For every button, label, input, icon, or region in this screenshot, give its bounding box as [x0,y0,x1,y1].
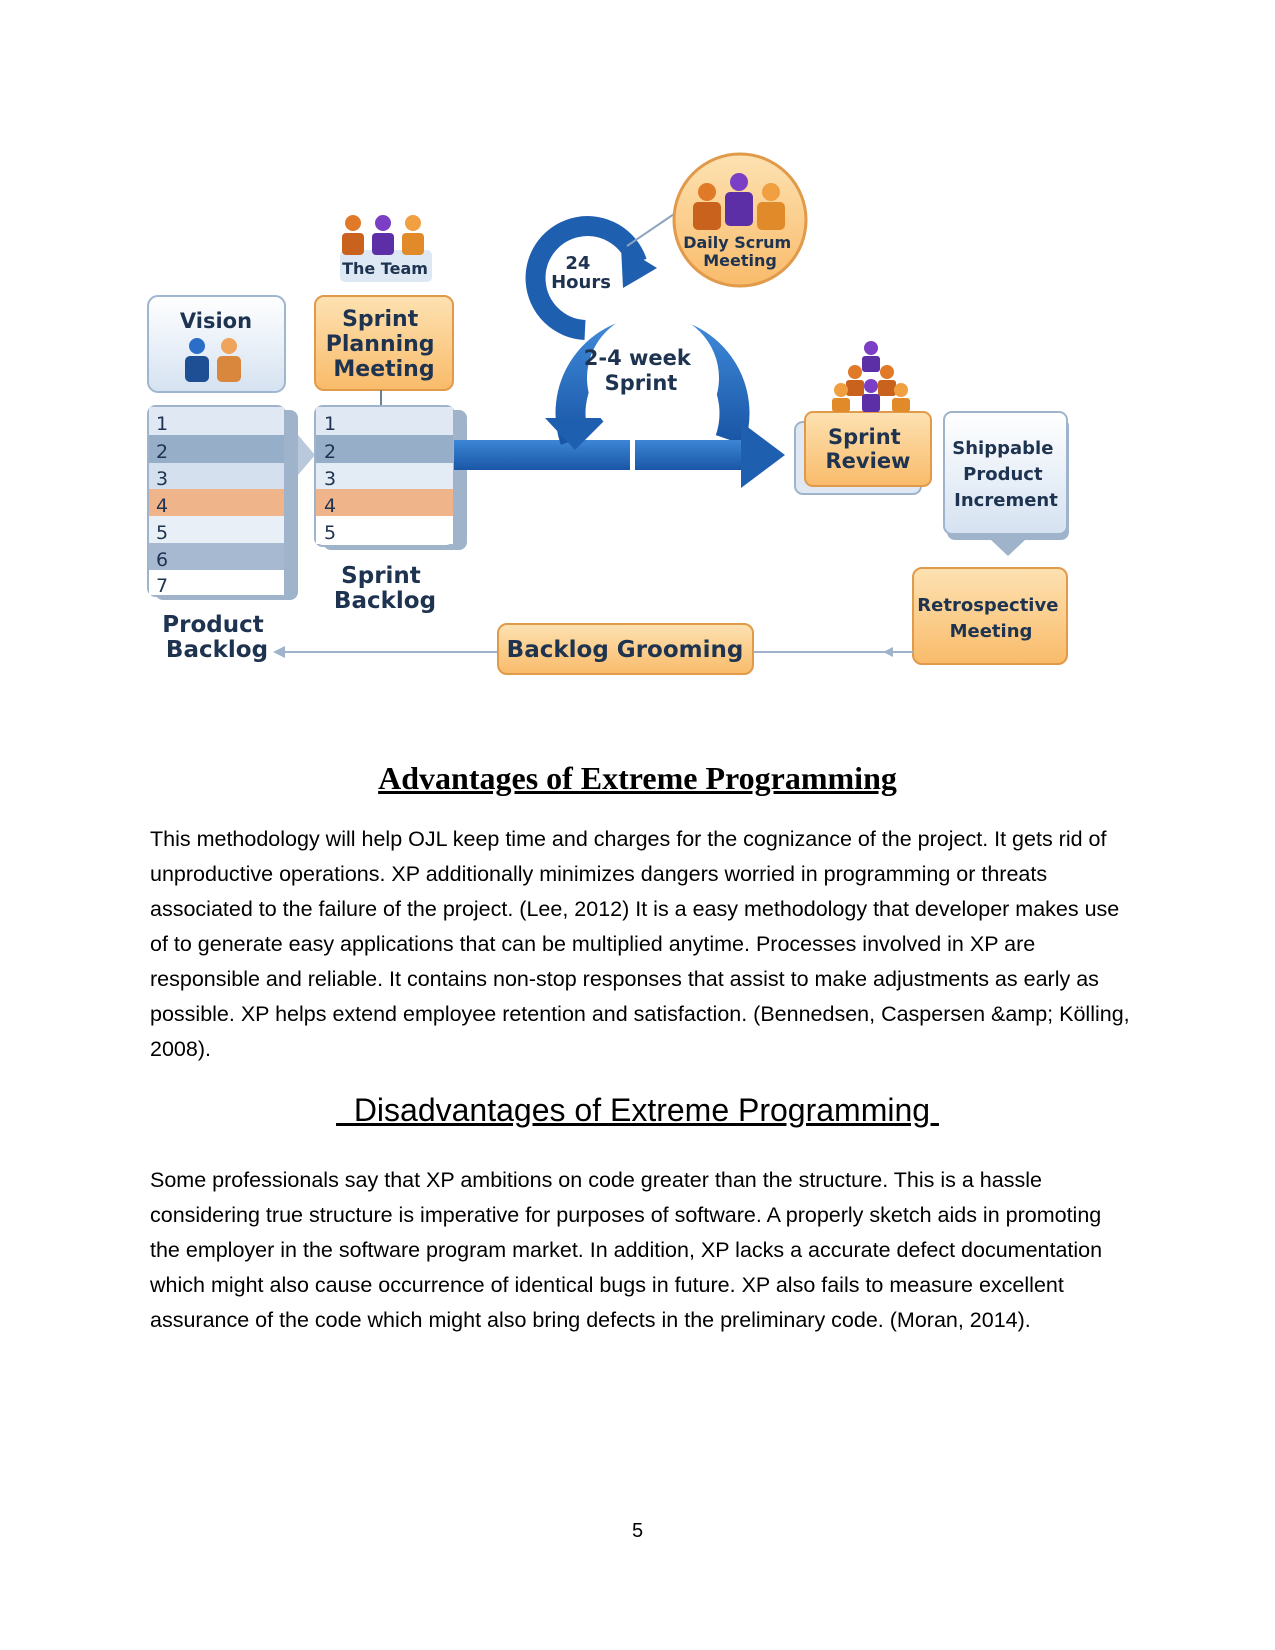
daily-scrum-line1: Daily Scrum [683,233,791,252]
svg-text:24 Hours: 24 Hours [551,253,611,293]
daily-loop-arrow [525,216,657,340]
vision-people-icon [185,338,241,382]
svg-text:2-4 week Sprint: 2-4 week Sprint [584,346,698,395]
sprint-review-box [794,341,932,495]
disadvantages-heading-text: Disadvantages of Extreme Programming [336,1092,939,1128]
sprint-backlog-line1: Sprint [341,563,421,589]
page-number: 5 [631,1520,644,1542]
shippable-product-box [943,411,1069,556]
sprint-planning-line2: Planning [326,332,435,357]
retrospective-line1: Retrospective [917,595,1058,616]
vision-label: Vision [180,309,252,333]
backlog-grooming-label: Backlog Grooming [507,637,744,663]
sprint-planning-box [314,295,454,391]
pb-item: 5 [156,522,168,544]
pb-item: 2 [156,441,168,463]
daily-scrum-line2: Meeting [703,251,777,270]
sprint-review-line1: Sprint [828,425,901,449]
pb-item: 4 [156,495,168,517]
pb-item: 6 [156,549,168,571]
shippable-line3: Increment [954,490,1058,511]
svg-text:Shippable Product Incr: Shippable Product Increment [952,438,1059,511]
sprint-cycle-line2: Sprint [605,371,678,395]
retrospective-box [912,567,1068,665]
sprint-planning-line1: Sprint [342,307,419,332]
svg-text:Sprint Planning Meetin: Sprint Planning Meeting [326,307,442,382]
hours-line1: 24 [565,253,590,274]
return-flow-line [273,646,913,658]
daily-scrum-circle [672,152,808,288]
product-backlog-list: 1 2 3 4 5 6 7 [147,405,315,600]
shippable-line2: Product [963,464,1043,485]
vision-box [147,295,286,393]
disadvantages-heading: Disadvantages of Extreme Programming [0,1092,1275,1129]
sb-item: 4 [324,495,336,517]
pb-item: 7 [156,575,168,597]
svg-text:Sprint Review: Sprint Review [826,425,911,473]
flow-arrow-bar [454,440,630,470]
sprint-backlog-list: 1 2 3 4 5 [314,405,467,550]
sb-item: 3 [324,468,336,490]
team-label: The Team [342,259,428,278]
pb-item: 3 [156,468,168,490]
scrum-process-diagram: The Team Vision Sprint Planning Meeting … [147,152,1069,675]
disadvantages-paragraph: Some professionals say that XP ambitions… [150,1168,1103,1332]
svg-text:Retrospective Meeting: Retrospective Meeting [917,595,1064,642]
sprint-backlog-line2: Backlog [334,588,436,614]
product-backlog-line1: Product [162,612,263,638]
sprint-planning-line3: Meeting [333,357,434,382]
svg-text:Daily Scrum Meeting: Daily Scrum Meeting [683,233,797,270]
product-backlog-line2: Backlog [166,637,268,663]
backlog-grooming-box [497,623,754,675]
pb-item: 1 [156,413,168,435]
sprint-cycle-arrow [545,312,785,488]
advantages-paragraph: This methodology will help OJL keep time… [150,827,1130,1061]
sb-item: 1 [324,413,336,435]
team-icon [340,215,432,282]
shippable-line1: Shippable [952,438,1053,459]
sb-item: 5 [324,522,336,544]
sb-item: 2 [324,441,336,463]
svg-text:Product Backlog: Product Backlog [162,612,271,663]
sprint-review-line2: Review [826,449,911,473]
advantages-heading: Advantages of Extreme Programming [378,760,897,796]
svg-text:Sprint Backlog: Sprint Backlog [334,563,436,614]
retrospective-line2: Meeting [950,621,1033,642]
sprint-cycle-line1: 2-4 week [584,346,692,370]
hours-line2: Hours [551,272,611,293]
